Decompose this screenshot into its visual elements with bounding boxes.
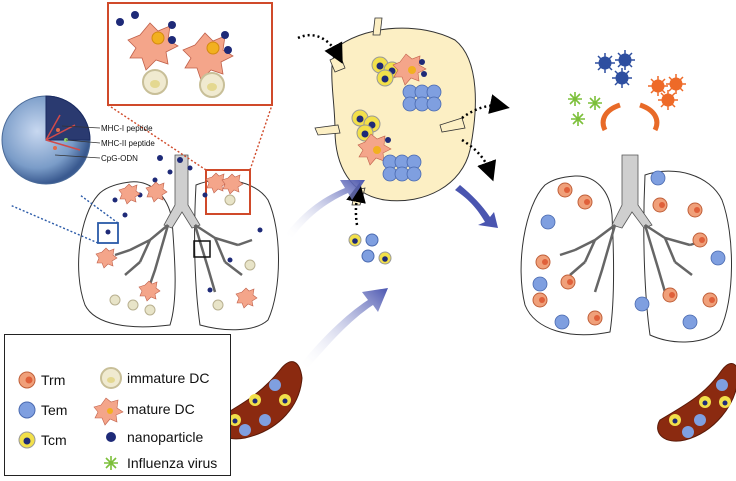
zoom-line-red — [107, 104, 207, 171]
tem-cell — [540, 214, 556, 230]
right-lungs — [520, 154, 732, 343]
label-mhc1: MHC-I peptide — [101, 124, 153, 133]
right-lung-trm-cells — [532, 182, 718, 326]
nanoparticle — [207, 287, 213, 293]
virus-green-group — [568, 92, 602, 126]
blood-vessel-right — [657, 363, 736, 442]
nanoparticle — [105, 229, 111, 235]
tem-cluster — [402, 84, 442, 112]
tem-cell — [365, 233, 379, 247]
immature-dc — [144, 304, 156, 316]
nanoparticle — [131, 11, 139, 19]
mature-dc — [95, 247, 118, 269]
nanoparticle — [202, 192, 208, 198]
mature-dc — [127, 22, 179, 71]
right-lung-right-lobe — [520, 175, 615, 336]
nanoparticle — [177, 157, 183, 163]
zoom-box-blue — [97, 222, 119, 244]
mature-dc — [182, 32, 234, 81]
lung-mature-dcs — [95, 172, 258, 309]
lung-immature-dcs — [109, 194, 256, 316]
nanoparticle — [122, 212, 128, 218]
flow-arrow — [346, 182, 366, 226]
left-lung-left-lobe — [194, 179, 279, 331]
mature-dc — [221, 173, 244, 195]
nanoparticle — [116, 18, 124, 26]
migration-arrow — [300, 288, 388, 368]
legend-nanoparticle-label: nanoparticle — [127, 429, 204, 445]
left-lungs — [9, 104, 279, 331]
immature-dc — [244, 259, 256, 271]
tem-cell — [361, 249, 375, 263]
curved-arrow — [639, 102, 660, 132]
influenza-viruses — [568, 50, 686, 132]
legend: Trm Tem Tcm immature DC mature DC nanopa… — [4, 334, 231, 476]
nanoparticle-cutaway — [45, 95, 91, 141]
zoom-box-black — [193, 240, 211, 258]
virus-orange-group — [648, 74, 686, 110]
lymph-vessel — [439, 117, 466, 133]
right-lung-bronchi — [559, 223, 706, 293]
immature-dc — [109, 294, 121, 306]
nanoparticle-inset: MHC-I peptide MHC-II peptide CpG-ODN — [1, 95, 155, 185]
tem-cell — [682, 314, 698, 330]
immature-dc — [127, 299, 139, 311]
legend-immature-dc-label: immature DC — [127, 370, 210, 386]
nanoparticle — [167, 169, 173, 175]
blood-vessel-left — [213, 361, 303, 440]
lymph-vessel — [372, 17, 383, 36]
mature-dc — [205, 172, 228, 194]
tem-cluster — [382, 154, 422, 182]
curved-arrow — [600, 102, 621, 132]
zoom-box-red — [205, 169, 251, 215]
lymph-node — [297, 17, 510, 265]
tem-cell — [532, 276, 548, 292]
flow-arrow — [297, 33, 343, 64]
tem-cell — [650, 170, 666, 186]
nanoparticle — [112, 197, 118, 203]
nanoparticle — [157, 155, 163, 161]
tem-cell — [710, 250, 726, 266]
dc-zoom-inset — [107, 2, 273, 106]
migration-arrow — [455, 185, 498, 228]
left-lung-bronchi — [114, 223, 253, 293]
nanoparticle — [152, 177, 158, 183]
right-lung-tem-cells — [532, 170, 726, 330]
mature-dc — [145, 181, 168, 203]
legend-influenza-icon — [104, 456, 118, 470]
legend-symbols — [18, 367, 124, 470]
zoom-line-red-2 — [249, 104, 273, 171]
lung-nanoparticles — [105, 155, 263, 303]
legend-tcm-label: Tcm — [41, 432, 67, 448]
left-lung-trachea — [163, 154, 201, 229]
flow-arrow — [461, 138, 497, 182]
label-mhc2: MHC-II peptide — [101, 139, 155, 148]
legend-tem-label: Tem — [41, 402, 68, 418]
legend-nanoparticle-icon — [106, 432, 116, 442]
tem-cell — [554, 314, 570, 330]
immature-dc — [224, 194, 236, 206]
immature-dc — [212, 299, 224, 311]
tem-cell — [634, 296, 650, 312]
nanoparticle — [187, 165, 193, 171]
nanoparticle — [227, 257, 233, 263]
legend-tem-icon — [18, 401, 36, 419]
nanoparticle — [257, 227, 263, 233]
mature-dc — [118, 183, 141, 205]
legend-influenza-label: Influenza virus — [127, 455, 218, 471]
legend-trm-label: Trm — [41, 372, 66, 388]
virus-blue-group — [595, 50, 635, 88]
mature-dc — [138, 280, 161, 302]
migration-arrow — [285, 180, 365, 238]
lymph-vessel — [314, 124, 341, 136]
label-cpg: CpG-ODN — [101, 154, 138, 163]
legend-mature-dc-label: mature DC — [127, 401, 195, 417]
tcm-cluster — [371, 56, 401, 87]
right-lung-trachea — [611, 154, 653, 229]
mature-dc — [235, 287, 258, 309]
